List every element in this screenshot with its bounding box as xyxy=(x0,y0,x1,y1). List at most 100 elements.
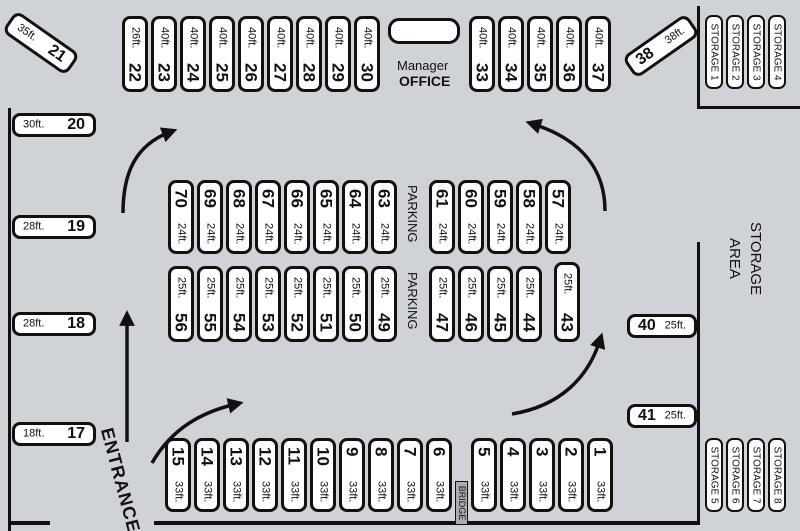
storage-unit-3[interactable]: STORAGE 3 xyxy=(747,15,765,89)
parking-slot-29[interactable]: 40ft.29 xyxy=(325,16,351,92)
slot-number: 51 xyxy=(316,313,336,332)
slot-number: 12 xyxy=(255,447,275,466)
parking-slot-19[interactable]: 28ft.19 xyxy=(12,215,96,239)
parking-slot-52[interactable]: 25ft.52 xyxy=(284,266,310,342)
parking-slot-49[interactable]: 25ft. 49 xyxy=(371,266,397,342)
parking-slot-47[interactable]: 25ft.47 xyxy=(429,266,455,342)
storage-unit-1[interactable]: STORAGE 1 xyxy=(705,15,723,89)
parking-slot-66[interactable]: 66 24ft. xyxy=(284,180,310,254)
slot-number: 58 xyxy=(519,189,539,208)
parking-slot-18[interactable]: 28ft.18 xyxy=(12,312,96,336)
slot-size: 33ft. xyxy=(259,480,272,502)
arrow-left-up xyxy=(121,127,178,214)
parking-slot-56[interactable]: 25ft.56 xyxy=(168,266,194,342)
parking-slot-27[interactable]: 40ft.27 xyxy=(267,16,293,92)
slot-size: 40ft. xyxy=(534,27,547,49)
parking-slot-28[interactable]: 40ft.28 xyxy=(296,16,322,92)
arrow-bottom-right xyxy=(150,398,244,464)
slot-number: 47 xyxy=(432,313,452,332)
parking-slot-36[interactable]: 40ft.36 xyxy=(556,16,582,92)
slot-size: 40ft. xyxy=(592,27,605,49)
slot-number: 63 xyxy=(374,189,394,208)
parking-slot-20[interactable]: 30ft.20 xyxy=(12,113,96,137)
parking-slot-37[interactable]: 40ft.37 xyxy=(585,16,611,92)
parking-slot-12[interactable]: 12 33ft. xyxy=(252,438,278,512)
parking-slot-17[interactable]: 18ft.17 xyxy=(12,422,96,446)
storage-unit-7[interactable]: STORAGE 7 xyxy=(747,438,765,512)
slot-size: 33ft. xyxy=(375,480,388,502)
parking-slot-46[interactable]: 25ft.46 xyxy=(458,266,484,342)
slot-size: 26ft. xyxy=(129,27,142,49)
slot-number: 10 xyxy=(313,447,333,466)
storage-unit-8[interactable]: STORAGE 8 xyxy=(768,438,786,512)
parking-slot-44[interactable]: 25ft.44 xyxy=(516,266,542,342)
slot-size: 25ft. xyxy=(233,277,246,299)
parking-slot-54[interactable]: 25ft.54 xyxy=(226,266,252,342)
storage-unit-4[interactable]: STORAGE 4 xyxy=(768,15,786,89)
slot-number: 7 xyxy=(400,447,420,457)
parking-slot-35[interactable]: 40ft.35 xyxy=(527,16,553,92)
parking-label-top: PARKING xyxy=(405,185,420,243)
parking-slot-45[interactable]: 25ft.45 xyxy=(487,266,513,342)
parking-slot-51[interactable]: 25ft. 51 xyxy=(313,266,339,342)
parking-slot-25[interactable]: 40ft.25 xyxy=(209,16,235,92)
slot-size: 25ft. xyxy=(378,277,391,299)
slot-size: 33ft. xyxy=(172,480,185,502)
parking-slot-43[interactable]: 25ft.43 xyxy=(554,262,580,342)
slot-number: 49 xyxy=(374,313,394,332)
slot-number: 22 xyxy=(125,63,145,82)
parking-slot-30[interactable]: 40ft.30 xyxy=(354,16,380,92)
parking-slot-33[interactable]: 40ft.33 xyxy=(469,16,495,92)
parking-slot-26[interactable]: 40ft.26 xyxy=(238,16,264,92)
slot-number: 66 xyxy=(287,189,307,208)
parking-slot-50[interactable]: 25ft.50 xyxy=(342,266,368,342)
bridge: BRIDGE xyxy=(455,481,468,525)
slot-size: 25ft. xyxy=(465,277,478,299)
storage-unit-2[interactable]: STORAGE 2 xyxy=(726,15,744,89)
slot-size: 25ft. xyxy=(494,277,507,299)
slot-number: 57 xyxy=(548,189,568,208)
parking-slot-55[interactable]: 25ft.55 xyxy=(197,266,223,342)
slot-number: 18 xyxy=(67,315,85,332)
parking-slot-24[interactable]: 40ft.24 xyxy=(180,16,206,92)
parking-slot-53[interactable]: 25ft.53 xyxy=(255,266,281,342)
slot-size: 25ft. xyxy=(320,277,333,299)
parking-slot-34[interactable]: 40ft.34 xyxy=(498,16,524,92)
parking-slot-22[interactable]: 26ft. 22 xyxy=(122,16,148,92)
slot-number: 5 xyxy=(474,447,494,457)
storage-unit-6[interactable]: STORAGE 6 xyxy=(726,438,744,512)
storage-unit-5[interactable]: STORAGE 5 xyxy=(705,438,723,512)
slot-size: 24ft. xyxy=(291,222,304,244)
slot-size: 24ft. xyxy=(494,222,507,244)
slot-number: 13 xyxy=(226,447,246,466)
parking-slot-23[interactable]: 40ft.23 xyxy=(151,16,177,92)
